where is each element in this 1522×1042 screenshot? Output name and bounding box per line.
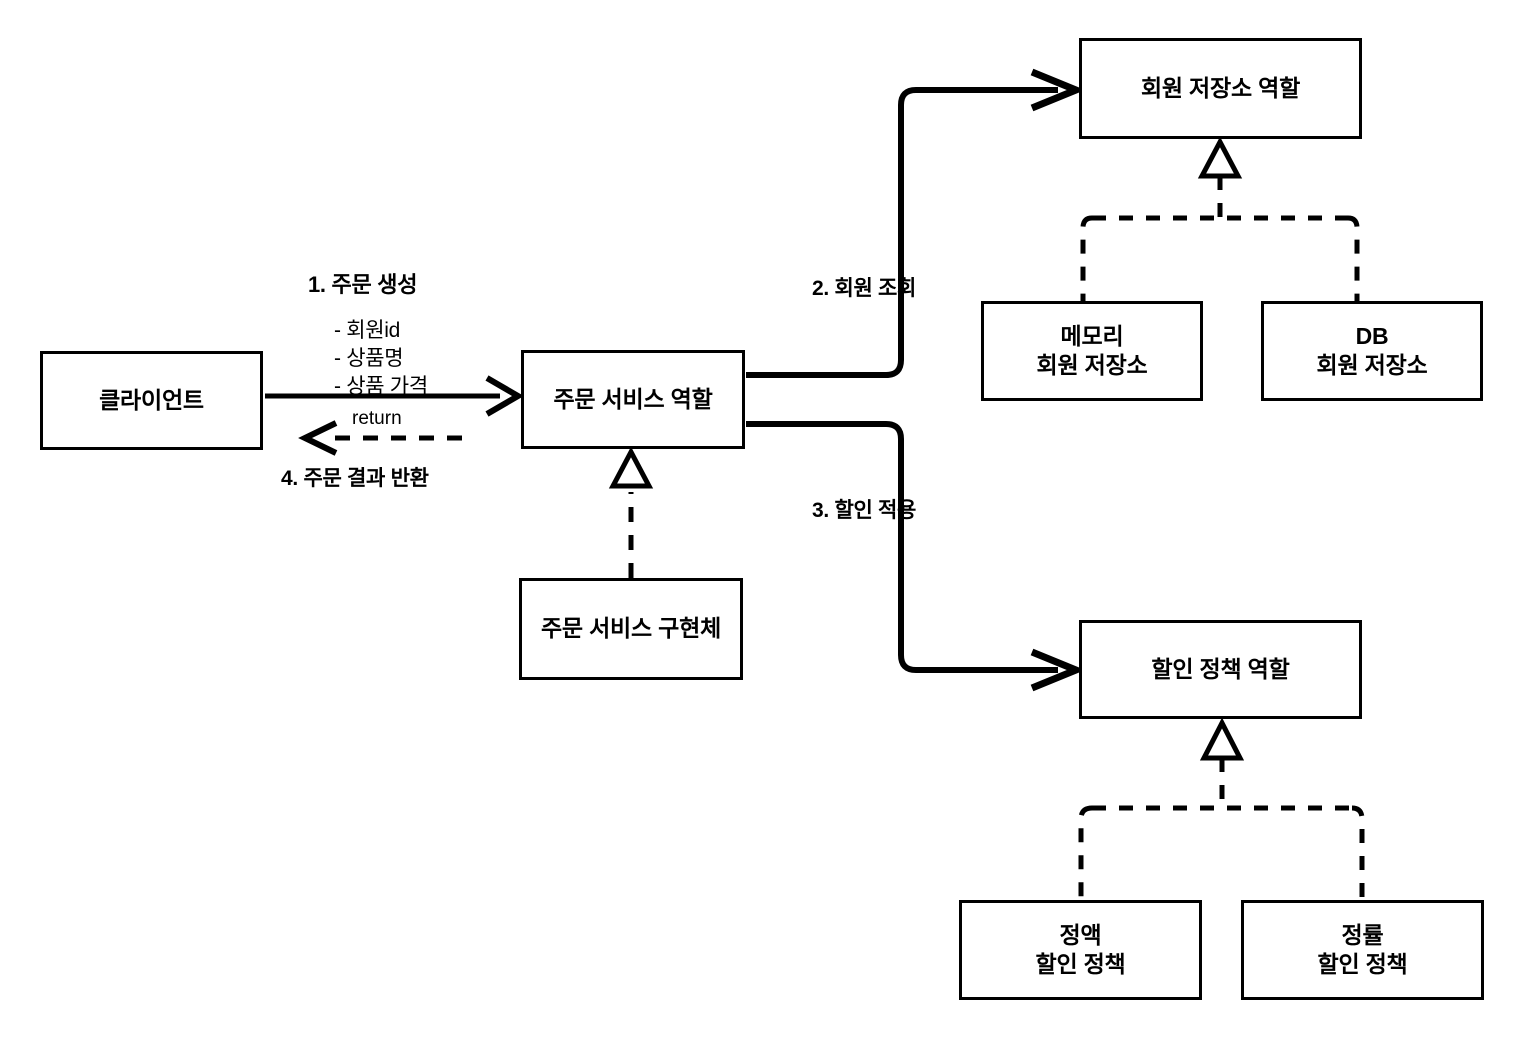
node-db-member-repository-label: DB 회원 저장소 [1316,322,1428,378]
node-order-service-role[interactable]: 주문 서비스 역할 [521,350,745,449]
edge-client-to-order-service [265,375,524,417]
node-fixed-discount-policy[interactable]: 정액 할인 정책 [959,900,1202,1000]
node-member-repository-role-label: 회원 저장소 역할 [1140,74,1301,101]
realization-member-repositories [1080,136,1360,301]
return-line-label: return [352,408,402,429]
edge-order-service-return-to-client [298,420,462,456]
call-order-create-params: - 회원id - 상품명 - 상품 가격 [334,319,428,398]
node-client-label: 클라이언트 [99,386,204,413]
node-order-service-impl[interactable]: 주문 서비스 구현체 [519,578,743,680]
call-order-create-block: 1. 주문 생성 - 회원id - 상품명 - 상품 가격 [308,249,428,419]
node-rate-discount-policy[interactable]: 정률 할인 정책 [1241,900,1484,1000]
edge-label-discount-apply: 3. 할인 적용 [812,499,917,522]
edge-order-service-to-discount-policy [746,421,1086,692]
node-client[interactable]: 클라이언트 [40,351,263,450]
node-discount-policy-role-label: 할인 정책 역할 [1151,655,1290,682]
node-fixed-discount-policy-label: 정액 할인 정책 [1035,921,1126,977]
edge-label-order-result-return: 4. 주문 결과 반환 [281,467,429,490]
node-discount-policy-role[interactable]: 할인 정책 역할 [1079,620,1362,719]
realization-discount-policies [1078,717,1365,900]
call-order-create-title: 1. 주문 생성 [308,272,418,297]
node-db-member-repository[interactable]: DB 회원 저장소 [1261,301,1483,401]
node-rate-discount-policy-label: 정률 할인 정책 [1317,921,1408,977]
edge-label-member-lookup: 2. 회원 조회 [812,277,917,300]
edge-order-service-to-member-repository [746,68,1086,378]
realization-order-service-impl [608,446,654,578]
node-order-service-impl-label: 주문 서비스 구현체 [540,615,722,642]
node-memory-member-repository[interactable]: 메모리 회원 저장소 [981,301,1203,401]
node-memory-member-repository-label: 메모리 회원 저장소 [1036,322,1148,378]
node-order-service-role-label: 주문 서비스 역할 [553,385,713,412]
node-member-repository-role[interactable]: 회원 저장소 역할 [1079,38,1362,139]
